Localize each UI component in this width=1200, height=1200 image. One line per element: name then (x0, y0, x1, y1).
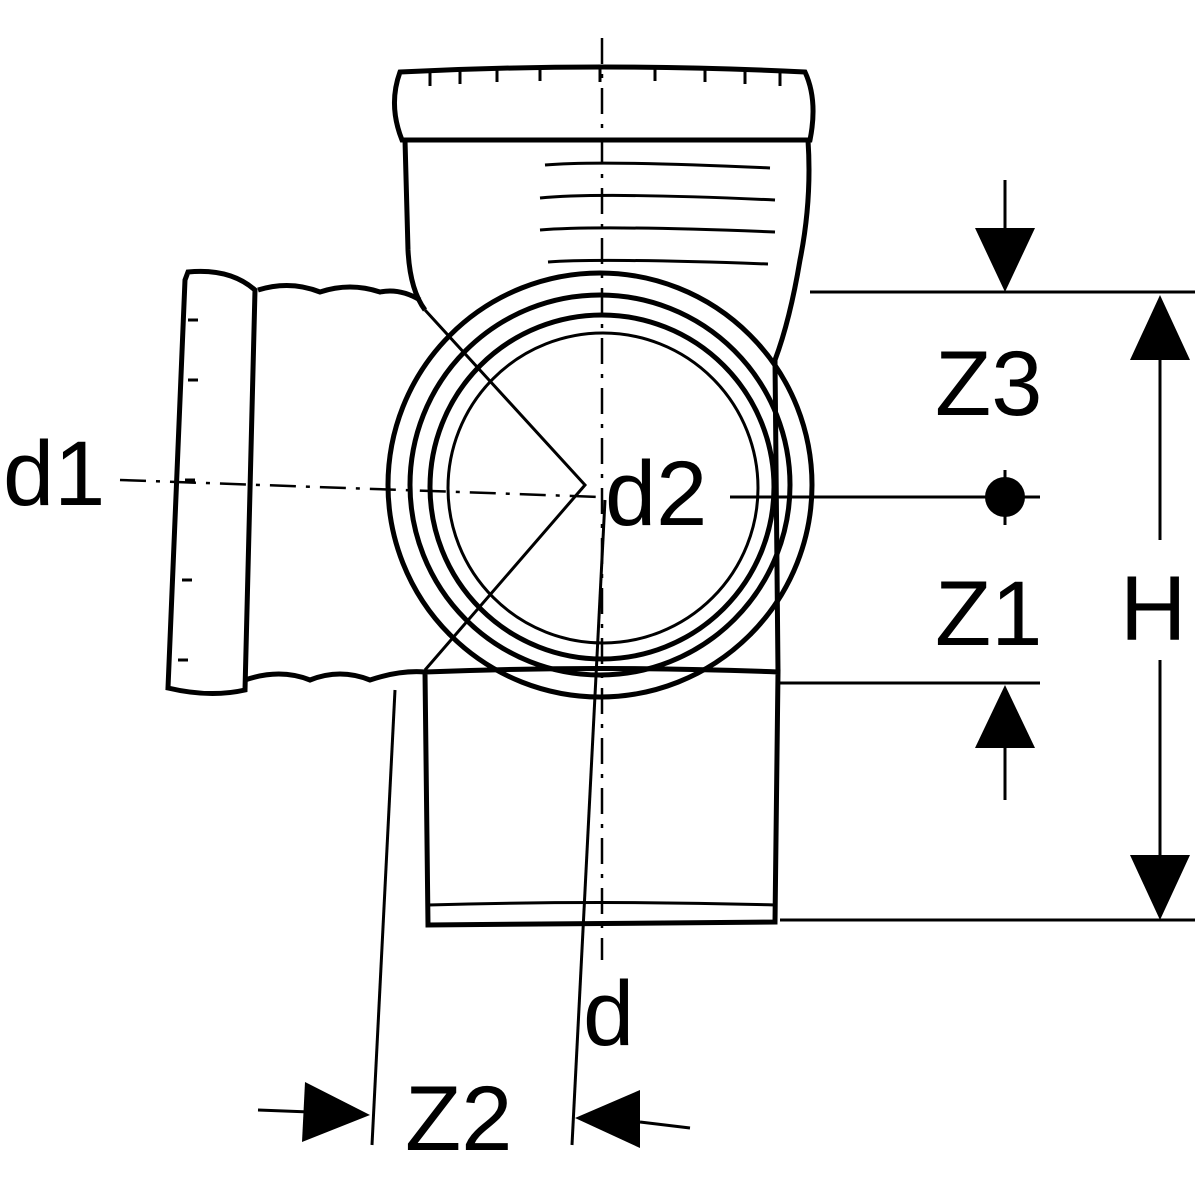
top-socket (391, 64, 816, 143)
label-h: H (1120, 558, 1186, 660)
bottom-spigot (422, 666, 781, 928)
left-branch (165, 268, 426, 697)
label-d2: d2 (605, 443, 707, 545)
z2-arrow-left (302, 1082, 370, 1142)
h-arrow-bottom (1130, 855, 1190, 920)
fitting-body (402, 139, 812, 673)
label-z1: Z1 (935, 563, 1042, 665)
z3-arrow (975, 228, 1035, 292)
label-d1: d1 (3, 423, 105, 525)
label-z2: Z2 (405, 1068, 512, 1170)
branch-centerline (119, 478, 601, 499)
label-d: d (583, 963, 634, 1065)
z1-reference-dot (985, 477, 1025, 517)
h-arrow-top (1130, 295, 1190, 360)
z1-arrow (975, 685, 1035, 748)
dimension-lines (257, 180, 1195, 1148)
label-z3: Z3 (935, 333, 1042, 435)
side-socket-ring (385, 270, 815, 700)
z2-arrow-right (575, 1090, 640, 1148)
